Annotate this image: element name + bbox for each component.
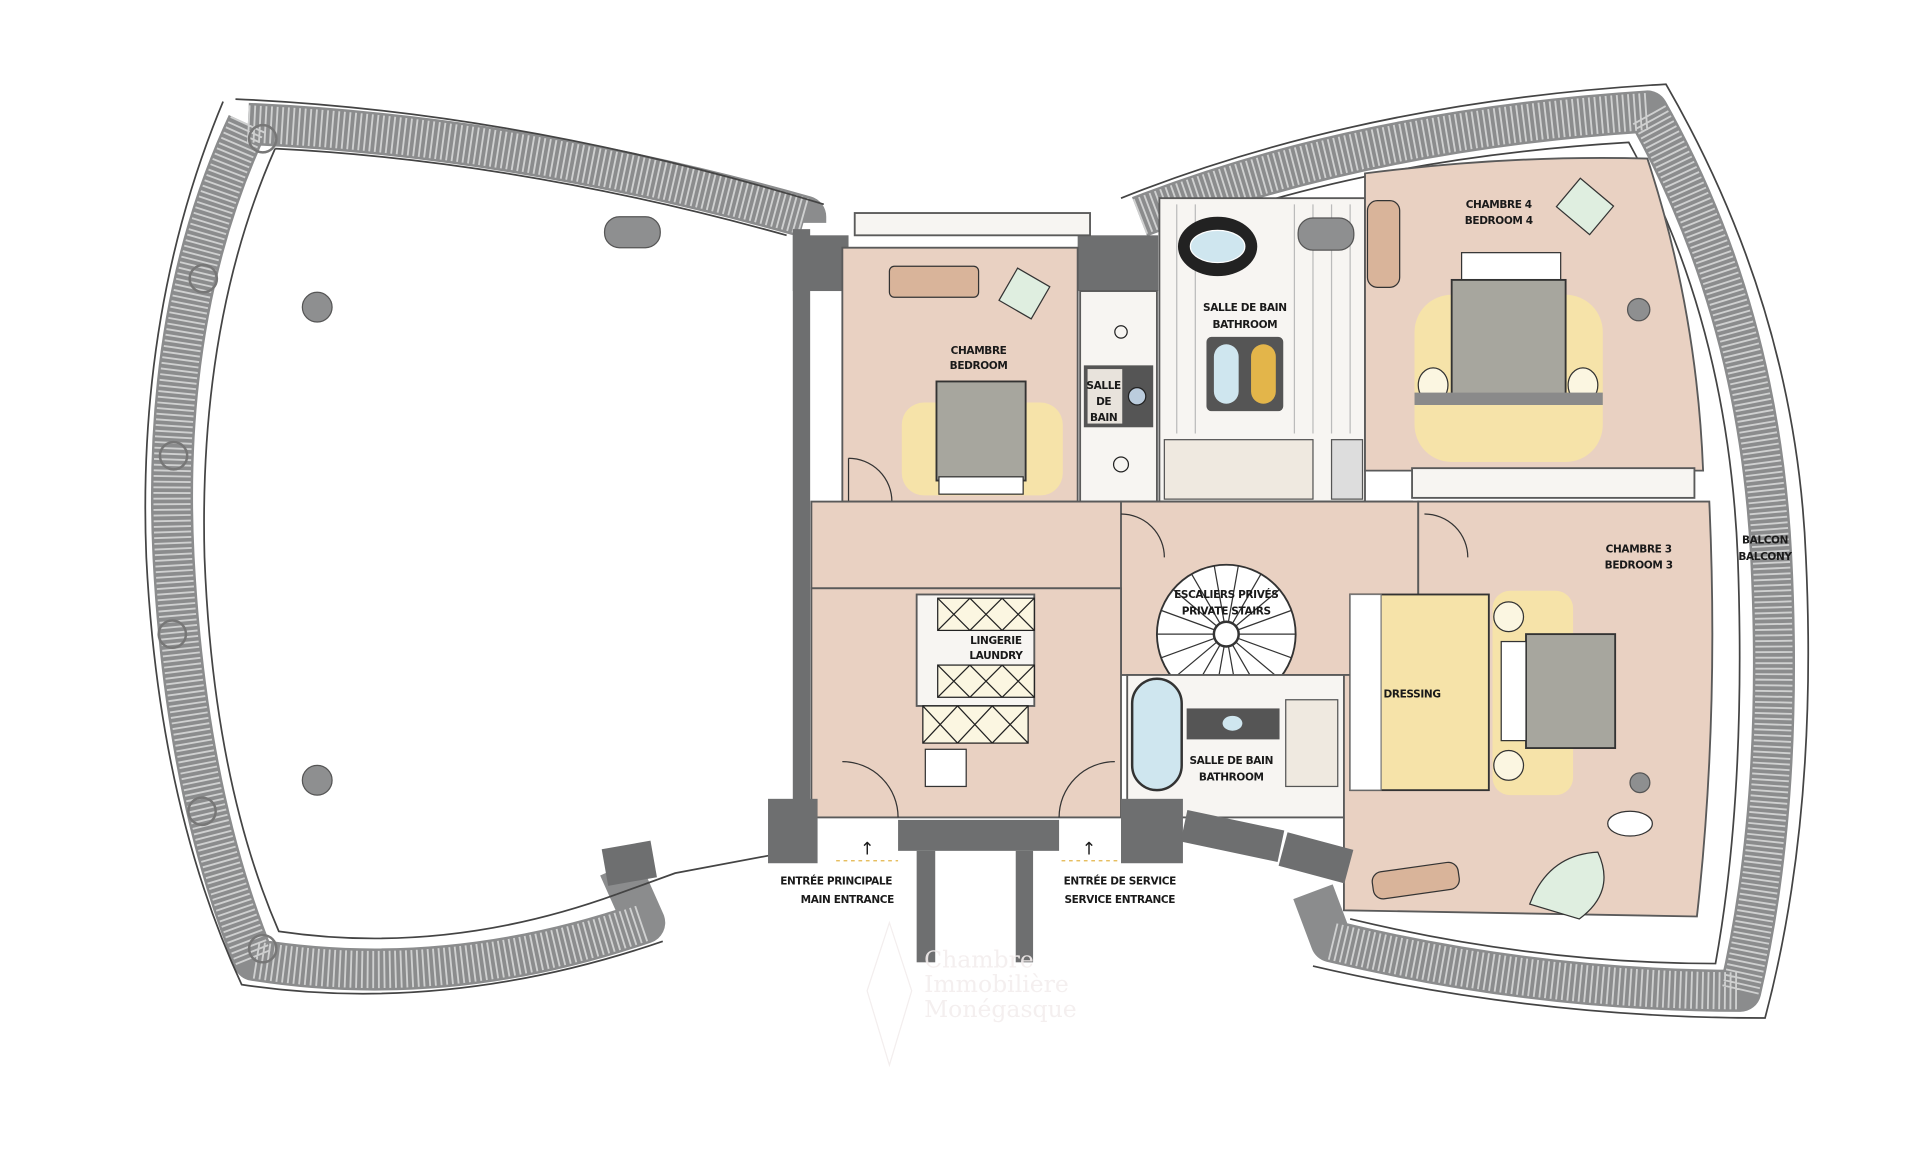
service-entrance: ↑ ENTRÉE DE SERVICE SERVICE ENTRANCE <box>1064 840 1177 906</box>
label-bedroom-fr: CHAMBRE <box>951 345 1007 357</box>
entrance-walls <box>768 798 1354 963</box>
label-balcony-fr: BALCON <box>1742 535 1788 547</box>
label-lower-bath-en: BATHROOM <box>1199 771 1264 783</box>
room-entry-laundry: LINGERIE LAUNDRY <box>810 587 1122 819</box>
label-service-entrance-fr: ENTRÉE DE SERVICE <box>1064 874 1177 887</box>
label-laundry-fr: LINGERIE <box>970 635 1022 647</box>
stair-step <box>1231 573 1262 624</box>
room-bedroom: CHAMBRE BEDROOM <box>841 246 1079 503</box>
label-bedroom-3-en: BEDROOM 3 <box>1605 559 1673 571</box>
label-dressing: DRESSING <box>1384 688 1441 700</box>
stair-step <box>1172 589 1218 627</box>
arrow-up-icon: ↑ <box>1082 840 1096 860</box>
label-lower-bath-fr: SALLE DE BAIN <box>1189 755 1273 767</box>
main-entrance: ↑ ENTRÉE PRINCIPALE MAIN ENTRANCE <box>780 840 894 906</box>
stair-step <box>1235 641 1280 680</box>
stair-step <box>1237 609 1292 631</box>
label-small-bath-2: DE <box>1096 396 1111 408</box>
right-terrace <box>1120 83 1810 1019</box>
watermark-line-2: Immobilière <box>924 970 1069 998</box>
stair-step <box>1237 637 1292 659</box>
label-main-entrance-fr: ENTRÉE PRINCIPALE <box>780 874 892 887</box>
label-bedroom-4-en: BEDROOM 4 <box>1465 215 1533 227</box>
room-bedroom-3: DRESSING CHAMBRE 3 BEDROOM 3 <box>1121 500 1714 920</box>
room-bedroom-4: CHAMBRE 4 BEDROOM 4 <box>1364 156 1705 499</box>
label-bedroom-3-fr: CHAMBRE 3 <box>1606 543 1672 555</box>
label-small-bath-3: BAIN <box>1090 412 1117 424</box>
label-laundry-en: LAUNDRY <box>969 650 1023 662</box>
label-stairs-fr: ESCALIERS PRIVÉS <box>1174 588 1278 601</box>
watermark: Chambre Immobilière Monégasque <box>866 920 1077 1068</box>
exterior-wall <box>792 229 811 818</box>
watermark-line-1: Chambre <box>924 945 1034 973</box>
stair-step <box>1227 565 1239 623</box>
left-terrace <box>144 98 827 995</box>
stair-step <box>1160 637 1215 659</box>
label-small-bath-1: SALLE <box>1086 380 1121 392</box>
stair-step <box>1191 573 1221 624</box>
label-master-bath-en: BATHROOM <box>1212 319 1277 331</box>
arrow-up-icon: ↑ <box>860 840 874 860</box>
label-bedroom-en: BEDROOM <box>950 360 1008 372</box>
label-bedroom-4-fr: CHAMBRE 4 <box>1466 199 1532 211</box>
stair-step <box>1172 641 1218 680</box>
label-main-entrance-en: MAIN ENTRANCE <box>801 894 894 906</box>
private-stairs: ESCALIERS PRIVÉS PRIVATE STAIRS <box>1155 563 1297 705</box>
label-balcony-en: BALCONY <box>1738 551 1792 563</box>
label-stairs-en: PRIVATE STAIRS <box>1182 605 1271 617</box>
room-small-bathroom: SALLE DE BAIN <box>1079 290 1158 503</box>
stair-step <box>1235 589 1280 627</box>
stair-step <box>1213 565 1225 623</box>
label-service-entrance-en: SERVICE ENTRANCE <box>1064 894 1175 906</box>
room-master-bathroom: SALLE DE BAIN BATHROOM <box>1158 197 1366 503</box>
room-lower-bathroom: SALLE DE BAIN BATHROOM <box>1126 674 1345 819</box>
label-master-bath-fr: SALLE DE BAIN <box>1203 302 1287 314</box>
stair-step <box>1160 609 1215 631</box>
watermark-line-3: Monégasque <box>924 995 1077 1023</box>
